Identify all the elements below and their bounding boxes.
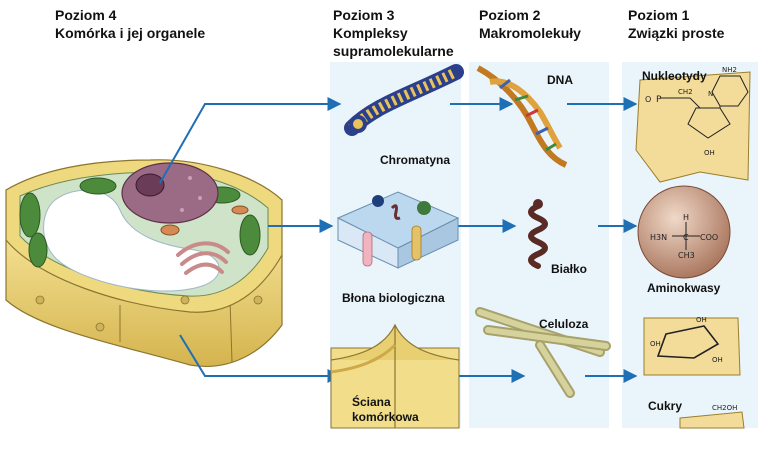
chem-ch3: CH3 bbox=[678, 251, 695, 260]
label-nukleotydy: Nukleotydy bbox=[642, 69, 707, 83]
chem-n: N bbox=[708, 90, 713, 98]
nucleolus bbox=[135, 173, 165, 197]
mitochondrion bbox=[160, 224, 180, 236]
nuclear-pore bbox=[198, 196, 202, 200]
label-cukry: Cukry bbox=[648, 399, 683, 413]
chem-o: O bbox=[645, 95, 651, 104]
chem-oh: OH bbox=[704, 149, 715, 157]
header-level4: Poziom 4 Komórka i jej organele bbox=[55, 7, 206, 41]
label-dna: DNA bbox=[547, 73, 573, 87]
chem-p: P bbox=[656, 95, 662, 105]
chromatin-illustration bbox=[344, 64, 464, 136]
chem-nh2: NH2 bbox=[722, 66, 737, 74]
label-aminokwasy: Aminokwasy bbox=[647, 281, 721, 295]
nuclear-pore bbox=[188, 176, 192, 180]
header-level3: Poziom 3 Kompleksy supramolekularne bbox=[333, 7, 454, 59]
label-bialko: Białko bbox=[551, 262, 588, 276]
cellwall-illustration bbox=[330, 323, 460, 429]
chloroplast bbox=[28, 232, 48, 268]
chem-h3n: H3N bbox=[650, 233, 667, 242]
chloroplast bbox=[239, 214, 261, 256]
chem-c: C bbox=[683, 233, 689, 242]
header-level1: Poziom 1 Związki proste bbox=[628, 7, 725, 41]
chloroplast bbox=[19, 192, 41, 238]
nuclear-pore bbox=[180, 208, 184, 212]
nucleotide-illustration: P O CH2 NH2 N OH bbox=[635, 66, 751, 183]
aminoacid-illustration: H C H3N COO CH3 bbox=[637, 185, 731, 279]
chem-oh: OH bbox=[696, 316, 707, 324]
chem-ch2: CH2 bbox=[678, 88, 693, 96]
wall-pit bbox=[95, 322, 105, 332]
protein-illustration bbox=[528, 199, 548, 269]
chem-oh: OH bbox=[650, 340, 661, 348]
header-level2: Poziom 2 Makromolekuły bbox=[479, 7, 581, 41]
arrow-wall-to-cellwall bbox=[179, 334, 342, 383]
mitochondrion bbox=[231, 205, 249, 215]
chloroplast bbox=[79, 177, 117, 195]
arrows bbox=[159, 97, 638, 383]
dna-illustration bbox=[476, 65, 568, 168]
chem-oh: OH bbox=[712, 356, 723, 364]
plant-cell bbox=[5, 159, 283, 367]
chem-coo: COO bbox=[700, 233, 718, 242]
sugar-illustration: OH OH OH CH2OH bbox=[643, 316, 745, 429]
membrane-illustration bbox=[336, 191, 460, 269]
label-celuloza: Celuloza bbox=[539, 317, 589, 331]
wall-pit bbox=[180, 295, 190, 305]
label-chromatyna: Chromatyna bbox=[380, 153, 451, 167]
cell-wall-seam bbox=[229, 299, 233, 363]
wall-pit bbox=[35, 295, 45, 305]
nucleus bbox=[121, 162, 219, 224]
chem-h: H bbox=[683, 213, 689, 222]
arrow-nucleus-to-chromatin bbox=[159, 97, 342, 184]
cellulose-illustration bbox=[475, 307, 611, 398]
wall-pit bbox=[253, 295, 263, 305]
chem-ch2oh: CH2OH bbox=[712, 404, 737, 412]
golgi-apparatus bbox=[176, 241, 230, 275]
label-sciana: Ściana komórkowa bbox=[352, 395, 419, 424]
label-blona: Błona biologiczna bbox=[342, 291, 445, 305]
